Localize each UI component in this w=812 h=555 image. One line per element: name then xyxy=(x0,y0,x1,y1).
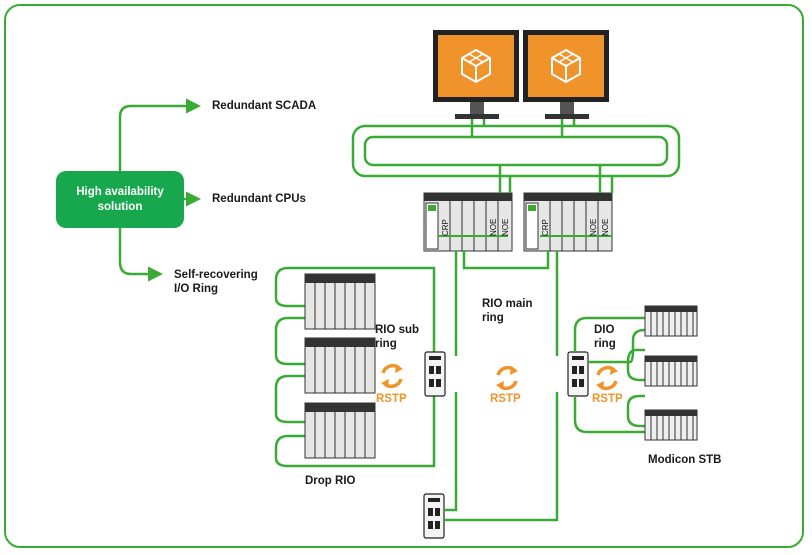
dio-ring-label: DIO ring xyxy=(594,324,616,350)
scada-monitor-1 xyxy=(433,30,519,119)
stb-island-3 xyxy=(644,409,698,441)
rio-main-ring xyxy=(445,251,559,522)
rio-main-ring-label: RIO main ring xyxy=(482,298,533,324)
redundant-scada-label: Redundant SCADA xyxy=(212,100,317,112)
rstp-dio-ring-label: RSTP xyxy=(592,393,623,405)
dio-ring xyxy=(573,316,646,434)
noe-label-2b: NOE xyxy=(601,219,610,236)
cpu-rack-1 xyxy=(423,192,513,252)
rio-switch-2 xyxy=(423,493,445,539)
rstp-dio-ring-icon xyxy=(594,364,620,392)
stb-island-2 xyxy=(644,355,698,387)
drop-rack-2 xyxy=(304,337,376,394)
rstp-main-ring-icon xyxy=(494,364,520,392)
noe-label-2a: NOE xyxy=(589,219,598,236)
redundant-cpus-label: Redundant CPUs xyxy=(212,193,306,205)
stb-island-1 xyxy=(644,305,698,337)
rio-sub-ring-label: RIO sub ring xyxy=(375,324,420,350)
rstp-sub-ring-label: RSTP xyxy=(376,393,407,405)
crp-label-2: CRP xyxy=(541,219,550,236)
cpu-rack-2 xyxy=(523,192,613,252)
dio-switch xyxy=(567,351,589,397)
drop-rio-label: Drop RIO xyxy=(305,475,356,487)
noe-label-1a: NOE xyxy=(489,219,498,236)
drop-rack-3 xyxy=(304,402,376,459)
rio-sub-ring xyxy=(274,266,436,468)
cpu-connectors xyxy=(438,165,614,270)
scada-monitor-2 xyxy=(523,30,609,119)
rio-switch-1 xyxy=(424,351,446,397)
feature-connectors xyxy=(118,98,201,282)
rstp-sub-ring-icon xyxy=(379,362,405,390)
diagram-frame xyxy=(4,4,804,548)
high-availability-box: High availability solution xyxy=(56,171,184,228)
scada-redundant-ring xyxy=(351,119,681,178)
noe-label-1b: NOE xyxy=(501,219,510,236)
drop-rack-1 xyxy=(304,273,376,330)
rstp-main-ring-label: RSTP xyxy=(490,393,521,405)
self-recovering-ring-label: Self-recovering I/O Ring xyxy=(174,269,258,295)
modicon-stb-label: Modicon STB xyxy=(648,454,722,466)
crp-label-1: CRP xyxy=(441,219,450,236)
